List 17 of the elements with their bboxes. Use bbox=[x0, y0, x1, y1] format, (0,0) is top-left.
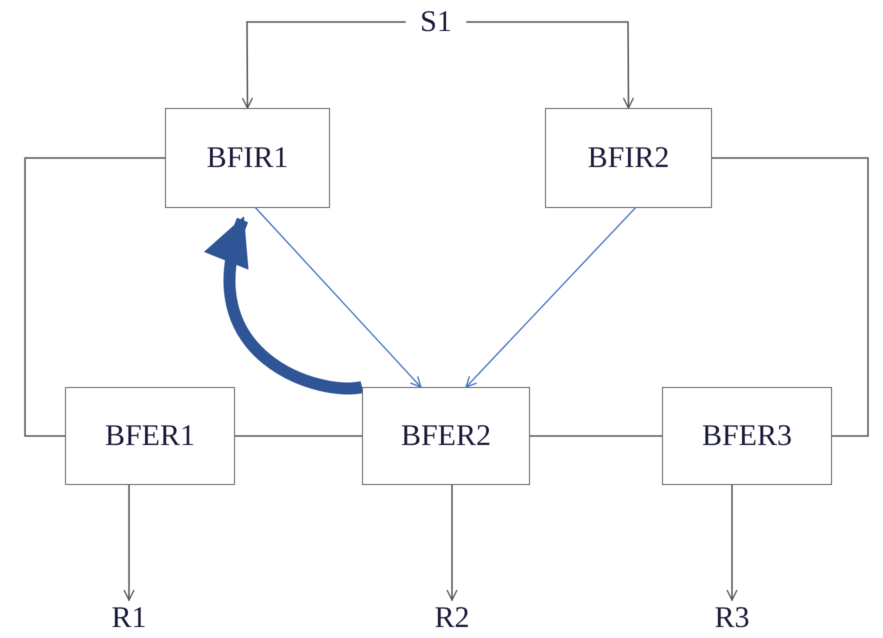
connector-line bbox=[711, 157, 869, 437]
router-box bbox=[662, 387, 832, 485]
router-box bbox=[362, 387, 530, 485]
connector-line bbox=[234, 435, 363, 437]
arrow bbox=[726, 484, 738, 601]
arrow bbox=[242, 21, 406, 109]
arrow bbox=[446, 484, 458, 601]
router-box bbox=[65, 387, 235, 485]
arrow bbox=[466, 21, 634, 109]
arrow bbox=[466, 207, 636, 388]
router-box bbox=[165, 108, 330, 208]
connector-line bbox=[529, 435, 663, 437]
connector-line bbox=[24, 157, 166, 437]
curved-arrow bbox=[206, 216, 363, 394]
arrow bbox=[255, 207, 422, 388]
arrow bbox=[123, 484, 135, 601]
router-box bbox=[545, 108, 712, 208]
